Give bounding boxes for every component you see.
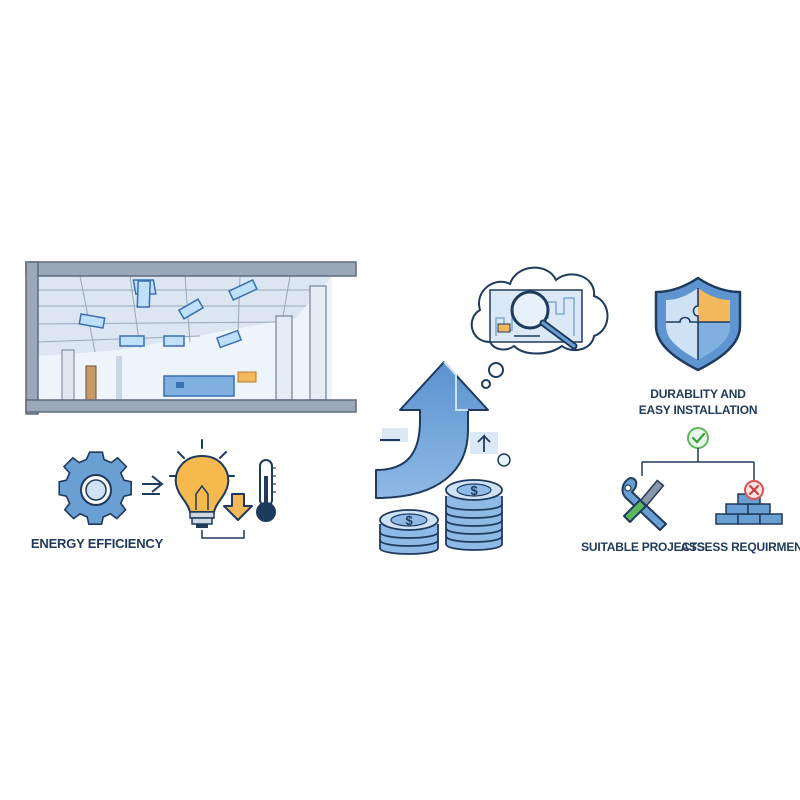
wall-edge bbox=[116, 356, 122, 400]
decor-block bbox=[382, 428, 408, 442]
office-room-illustration bbox=[25, 261, 357, 415]
magnifier-icon bbox=[510, 290, 578, 350]
durability-label-line1: DURABLITY AND bbox=[650, 387, 746, 401]
desk-monitor bbox=[176, 382, 184, 388]
dollar-sign-left: $ bbox=[405, 513, 413, 528]
dollar-sign-right: $ bbox=[470, 483, 478, 498]
small-up-arrow-icon bbox=[477, 433, 491, 452]
light-bulb-icon bbox=[169, 439, 235, 528]
brick-stack-icon bbox=[715, 493, 783, 525]
tree-connector bbox=[641, 448, 755, 480]
left-door bbox=[61, 349, 75, 401]
column-right bbox=[309, 285, 327, 401]
durability-label-line2: EASY INSTALLATION bbox=[639, 403, 758, 417]
energy-efficiency-group: ENERGY EFFICIENCY bbox=[31, 439, 276, 551]
thermometer-icon bbox=[256, 459, 276, 522]
connector-bracket bbox=[201, 530, 245, 539]
ceiling-beam bbox=[25, 261, 357, 277]
wrench-screwdriver-icon bbox=[621, 477, 667, 531]
shield-puzzle-icon bbox=[654, 276, 742, 372]
column-middle bbox=[275, 315, 293, 401]
coin-stack-right: $ bbox=[445, 479, 503, 551]
down-arrow-icon bbox=[223, 493, 253, 521]
coin-stack-left: $ bbox=[379, 509, 439, 555]
wooden-door bbox=[85, 365, 97, 401]
right-arrow-icon bbox=[142, 475, 164, 495]
decor-circle bbox=[497, 453, 511, 467]
ceiling-lights bbox=[78, 278, 258, 349]
suitable-projects-label: SUITABLE PROJECTS bbox=[581, 540, 705, 554]
reception-desk bbox=[163, 375, 235, 397]
durability-group: DURABLITY AND EASY INSTALLATION bbox=[581, 276, 800, 554]
growth-arrow-icon bbox=[375, 361, 489, 499]
floor-beam bbox=[25, 399, 357, 413]
x-badge-icon bbox=[744, 480, 764, 500]
gear-icon bbox=[58, 451, 133, 526]
assess-requirements-label: ASSESS REQUIRMENTS bbox=[680, 540, 800, 554]
left-wall-frame bbox=[25, 261, 39, 415]
cost-growth-group: $ $ bbox=[375, 266, 609, 555]
wall-sign bbox=[237, 371, 257, 383]
energy-efficiency-label: ENERGY EFFICIENCY bbox=[31, 536, 164, 551]
check-badge-icon bbox=[687, 427, 709, 449]
